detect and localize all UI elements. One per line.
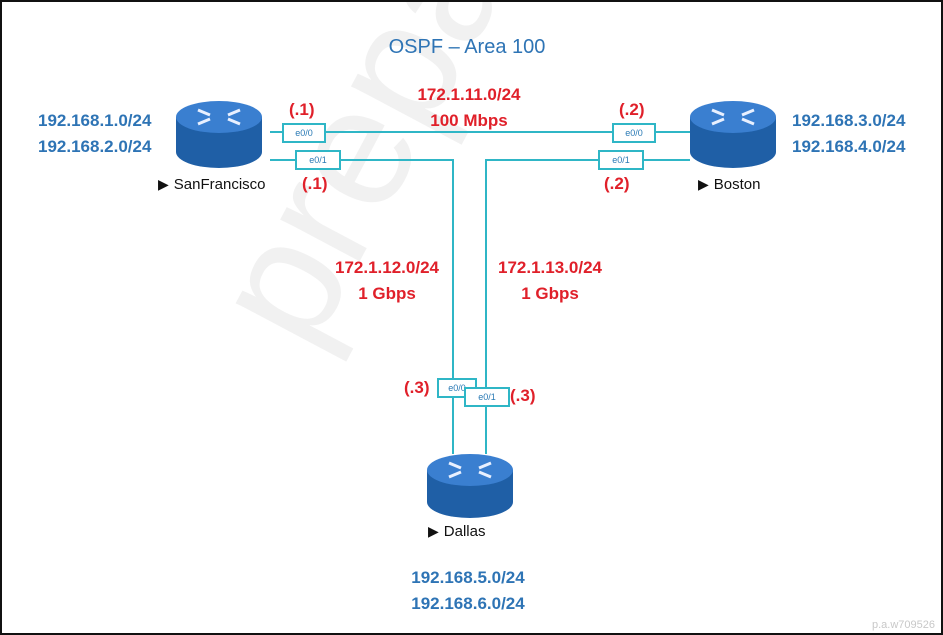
port-sf-e01: e0/1 — [295, 150, 341, 170]
link-label-boston-dallas: 172.1.13.0/24 1 Gbps — [475, 255, 625, 307]
link-label-sf-boston: 172.1.11.0/24 100 Mbps — [394, 82, 544, 134]
dallas-networks: 192.168.5.0/24 192.168.6.0/24 — [398, 565, 538, 617]
ip-boston-e00: (.2) — [619, 100, 645, 119]
dallas-network-1: 192.168.5.0/24 — [411, 568, 525, 587]
port-boston-e00: e0/0 — [612, 123, 656, 143]
router-label-sanfrancisco: ▶SanFrancisco — [158, 176, 266, 193]
link-subnet-sf-boston: 172.1.11.0/24 — [417, 85, 521, 104]
boston-network-2: 192.168.4.0/24 — [792, 137, 906, 156]
router-icon-dallas — [427, 454, 513, 518]
sf-networks: 192.168.1.0/24 192.168.2.0/24 — [38, 108, 151, 160]
link-speed-boston-dallas: 1 Gbps — [521, 284, 579, 303]
link-label-sf-dallas: 172.1.12.0/24 1 Gbps — [312, 255, 462, 307]
link-sf-dallas — [270, 159, 454, 454]
dallas-network-2: 192.168.6.0/24 — [411, 594, 525, 613]
boston-network-1: 192.168.3.0/24 — [792, 111, 906, 130]
ip-sf-e01: (.1) — [302, 174, 328, 193]
router-icon-sanfrancisco — [176, 101, 262, 168]
port-dallas-e01: e0/1 — [464, 387, 510, 407]
port-boston-e01: e0/1 — [598, 150, 644, 170]
sf-network-1: 192.168.1.0/24 — [38, 111, 152, 130]
play-triangle-icon: ▶ — [428, 523, 439, 539]
link-speed-sf-boston: 100 Mbps — [430, 111, 508, 130]
ip-boston-e01: (.2) — [604, 174, 630, 193]
ip-sf-e00: (.1) — [289, 100, 315, 119]
ip-dallas-e00: (.3) — [404, 378, 430, 397]
link-subnet-sf-dallas: 172.1.12.0/24 — [335, 258, 439, 277]
watermark-corner: p.a.w709526 — [872, 619, 935, 631]
router-label-dallas: ▶Dallas — [428, 523, 485, 540]
router-name-sanfrancisco: SanFrancisco — [173, 176, 266, 193]
router-label-boston: ▶Boston — [698, 176, 760, 193]
link-boston-dallas — [485, 159, 690, 454]
router-icon-boston — [690, 101, 776, 168]
diagram-title: OSPF – Area 100 — [388, 36, 546, 58]
play-triangle-icon: ▶ — [698, 176, 709, 192]
ip-dallas-e01: (.3) — [510, 386, 536, 405]
sf-network-2: 192.168.2.0/24 — [38, 137, 152, 156]
boston-networks: 192.168.3.0/24 192.168.4.0/24 — [792, 108, 905, 160]
link-speed-sf-dallas: 1 Gbps — [358, 284, 416, 303]
play-triangle-icon: ▶ — [158, 176, 169, 192]
link-subnet-boston-dallas: 172.1.13.0/24 — [498, 258, 602, 277]
router-name-boston: Boston — [713, 176, 761, 193]
port-sf-e00: e0/0 — [282, 123, 326, 143]
router-name-dallas: Dallas — [443, 523, 486, 540]
